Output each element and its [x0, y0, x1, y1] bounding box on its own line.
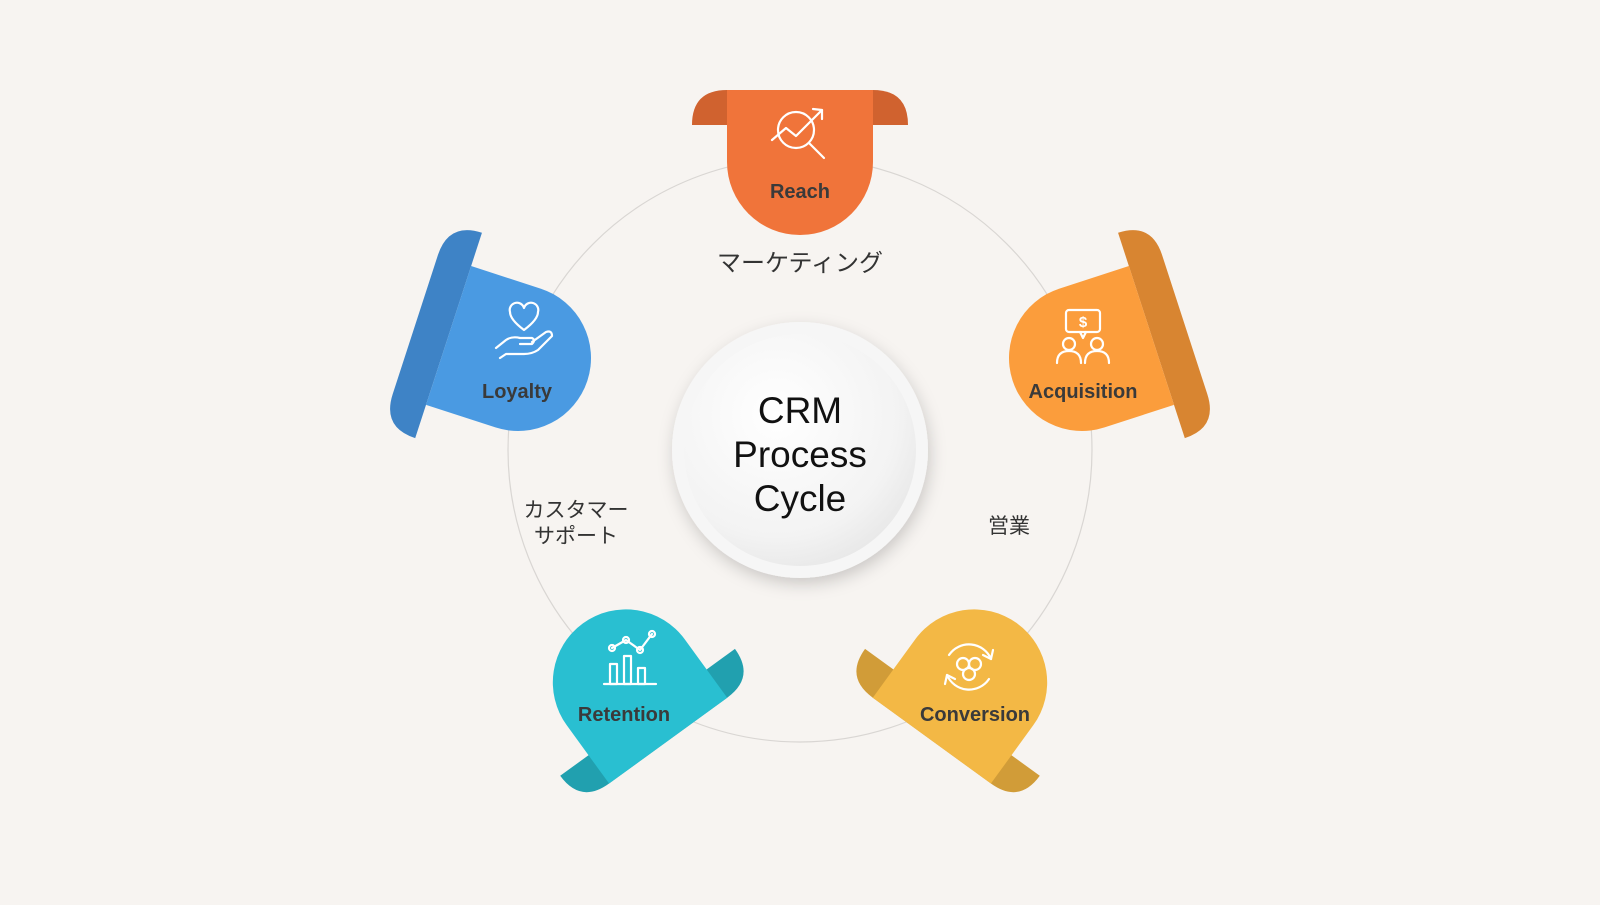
step-conversion[interactable]: Conversion [844, 560, 1104, 804]
center-title-line-3: Cycle [754, 478, 847, 519]
customer-payment-icon: $ [1055, 308, 1111, 365]
step-loyalty-fold [390, 230, 482, 439]
step-reach[interactable]: Reach [692, 90, 908, 235]
svg-text:$: $ [1079, 314, 1088, 331]
step-acquisition-label: Acquisition [1029, 381, 1138, 403]
step-reach-label: Reach [770, 181, 830, 203]
center-circle: CRM Process Cycle [672, 322, 928, 578]
conversion-cycle-icon [943, 643, 995, 691]
step-conversion-label: Conversion [920, 704, 1030, 726]
step-retention-label: Retention [578, 704, 670, 726]
center-title-line-2: Process [733, 434, 867, 475]
step-retention-tab [552, 609, 728, 784]
step-loyalty-tab [426, 266, 591, 431]
growth-search-icon [770, 107, 826, 160]
phase-label-marketing: マーケティング [717, 250, 883, 277]
step-conversion-tab [872, 609, 1048, 784]
phase-label-support-line-1: カスタマー [524, 499, 629, 522]
phase-label-sales: 営業 [988, 515, 1030, 538]
growth-chart-icon [602, 629, 658, 686]
heart-hand-icon [494, 301, 554, 360]
step-loyalty[interactable]: Loyalty [382, 222, 621, 483]
step-loyalty-label: Loyalty [482, 381, 553, 403]
step-reach-tab [727, 90, 873, 235]
center-title-line-1: CRM [758, 390, 842, 431]
step-retention[interactable]: Retention [496, 560, 756, 804]
phase-label-support-line-2: サポート [534, 525, 618, 548]
step-acquisition-fold [1118, 230, 1210, 439]
step-acquisition[interactable]: $ Acquisition [979, 222, 1218, 483]
step-acquisition-tab [1009, 266, 1174, 431]
